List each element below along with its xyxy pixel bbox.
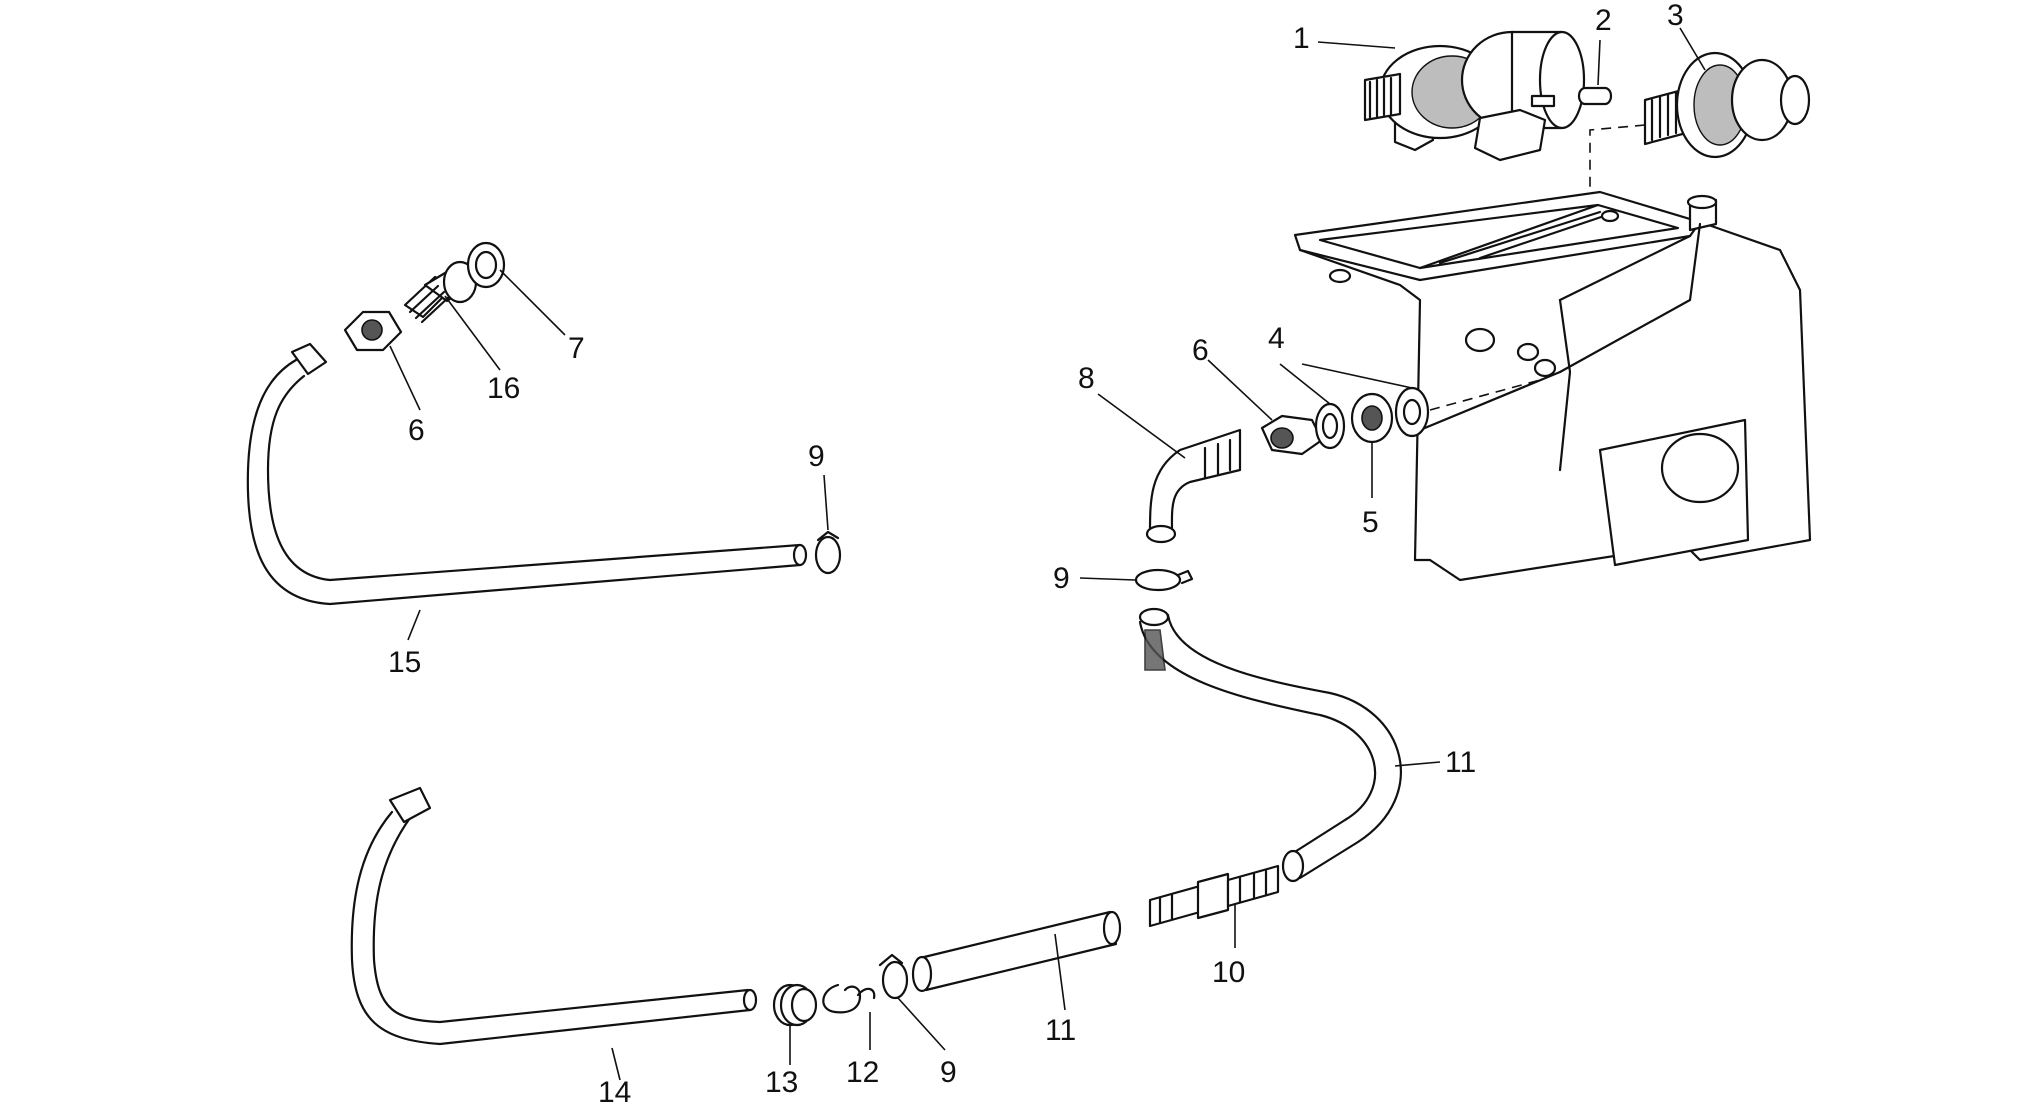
part-4-washer-b: [1394, 386, 1430, 438]
callout-9-middle: 9: [1053, 562, 1070, 595]
callout-3: 3: [1667, 0, 1684, 32]
part-8-elbow: [1145, 428, 1242, 544]
part-16-union: [403, 260, 478, 324]
callout-15: 15: [388, 646, 421, 679]
part-7-washer: [466, 241, 506, 289]
part-13-spring: [772, 983, 818, 1027]
part-9-clamp-upper: [814, 530, 842, 575]
part-9-clamp-bottom: [878, 953, 909, 1000]
callout-6-right: 6: [1192, 334, 1209, 367]
callout-14: 14: [598, 1076, 631, 1105]
callout-12: 12: [846, 1056, 879, 1089]
callout-11-right: 11: [1445, 746, 1476, 779]
callout-9-bottom: 9: [940, 1056, 957, 1089]
callout-6-left: 6: [408, 414, 425, 447]
part-2-pin: [1577, 86, 1613, 106]
callout-7: 7: [568, 332, 585, 365]
fuel-tank: [1293, 190, 1812, 582]
part-5-nut: [1350, 392, 1394, 444]
part-6-nut-right: [1260, 414, 1324, 456]
part-9-clamp-middle: [1134, 568, 1194, 592]
part-14-pipe: [350, 786, 758, 1046]
callout-1: 1: [1293, 22, 1310, 55]
part-15-pipe: [246, 342, 808, 606]
part-6-nut-left: [343, 310, 403, 352]
part-3-valve: [1643, 51, 1811, 159]
callout-8: 8: [1078, 362, 1095, 395]
callout-5: 5: [1362, 506, 1379, 539]
callout-10: 10: [1212, 956, 1245, 989]
leader-lines: [389, 27, 1706, 1081]
callout-9-upper: 9: [808, 440, 825, 473]
part-1-valve: [1363, 30, 1586, 162]
callout-4: 4: [1268, 322, 1285, 355]
callout-16: 16: [487, 372, 520, 405]
callout-13: 13: [765, 1066, 798, 1099]
part-4-washer-a: [1314, 402, 1346, 450]
part-12-clip: [822, 983, 876, 1014]
callout-labels: 1 2 3 4 5 6 6 7 8 9 9 9 10 11 11 12 13 1…: [388, 0, 1684, 1109]
callout-11-bottom: 11: [1045, 1014, 1076, 1047]
callout-2: 2: [1595, 4, 1612, 37]
part-11-hose-long: [1138, 607, 1402, 883]
part-10-connector: [1148, 864, 1280, 928]
part-11-hose-short: [911, 910, 1122, 993]
